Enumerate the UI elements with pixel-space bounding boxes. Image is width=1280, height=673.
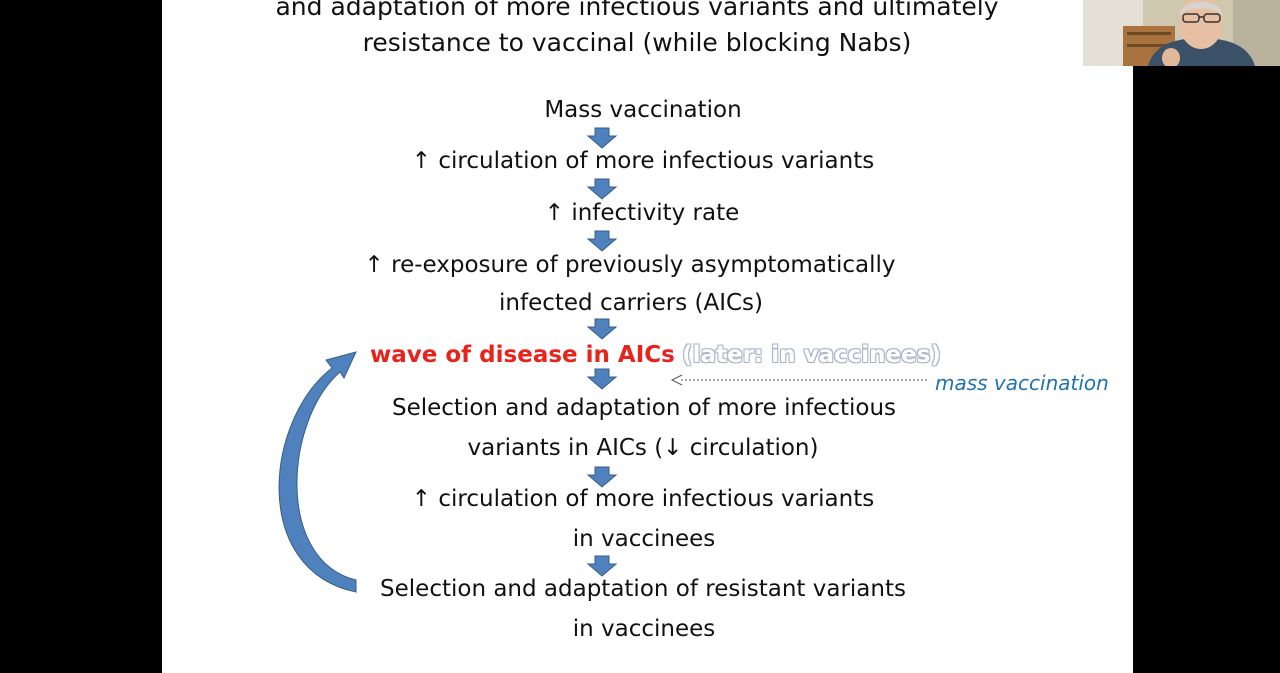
step-infectivity-rate: ↑ infectivity rate xyxy=(544,200,740,226)
later-in-vaccinees-note: (later: in vaccinees) xyxy=(682,342,941,368)
curved-feedback-arrow xyxy=(278,351,357,593)
down-arrow-1 xyxy=(586,127,618,149)
step-wave-of-disease: wave of disease in AICs (later: in vacci… xyxy=(370,341,941,369)
step-circulation-vaccinees-line-2: in vaccinees xyxy=(572,526,716,552)
step-re-exposure-line-1: ↑ re-exposure of previously asymptomatic… xyxy=(364,252,896,278)
down-arrow-7 xyxy=(586,555,618,577)
step-selection-adaptation-line-2: variants in AICs (↓ circulation) xyxy=(467,435,819,461)
step-resistant-variants-line-2: in vaccinees xyxy=(572,616,716,642)
down-arrow-6 xyxy=(586,466,618,488)
presentation-slide xyxy=(162,0,1133,673)
step-selection-adaptation-line-1: Selection and adaptation of more infecti… xyxy=(391,395,897,421)
presenter-video-thumbnail xyxy=(1083,0,1280,66)
wave-of-disease-text: wave of disease in AICs xyxy=(370,342,675,368)
presenter-video-icon xyxy=(1083,0,1280,66)
step-mass-vaccination: Mass vaccination xyxy=(544,97,742,123)
mass-vaccination-side-label: mass vaccination xyxy=(935,371,1109,395)
slide-title-line-1: and adaptation of more infectious varian… xyxy=(275,0,999,21)
down-arrow-2 xyxy=(586,178,618,200)
step-resistant-variants-line-1: Selection and adaptation of resistant va… xyxy=(380,576,906,602)
down-arrow-3 xyxy=(586,230,618,252)
step-re-exposure-line-2: infected carriers (AICs) xyxy=(499,290,763,316)
step-circulation-vaccinees-line-1: ↑ circulation of more infectious variant… xyxy=(411,486,875,512)
step-circulation-variants: ↑ circulation of more infectious variant… xyxy=(411,148,875,174)
down-arrow-5 xyxy=(586,368,618,390)
slide-title-line-2: resistance to vaccinal (while blocking N… xyxy=(362,28,912,57)
down-arrow-4 xyxy=(586,318,618,340)
dotted-arrow-from-mass-vaccination xyxy=(670,374,927,386)
